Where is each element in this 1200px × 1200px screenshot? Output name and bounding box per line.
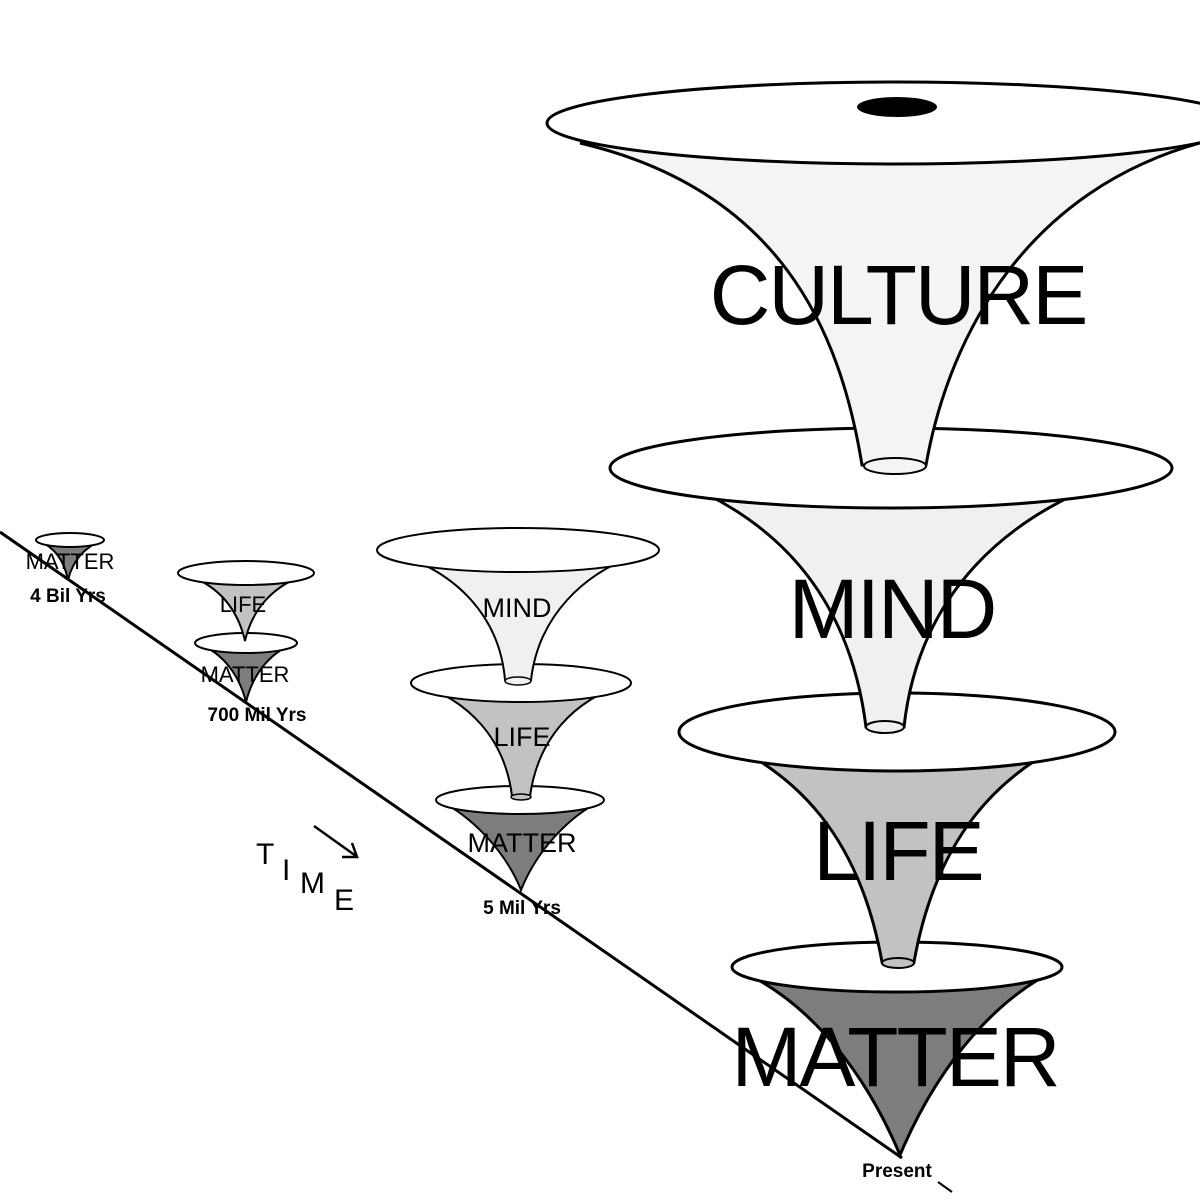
label-culture-present: CULTURE — [710, 248, 1086, 342]
label-life-700mil: LIFE — [220, 592, 266, 617]
funnel-neck — [865, 720, 905, 734]
funnel-neck — [510, 793, 532, 801]
funnel-body — [731, 965, 1063, 1159]
label-matter-700mil: MATTER — [201, 662, 290, 687]
time-label: T I M E — [256, 824, 359, 917]
funnel-life-700mil — [177, 560, 315, 642]
funnel-rim — [376, 527, 660, 573]
funnel-neck — [881, 957, 915, 969]
label-matter-4bil: MATTER — [26, 549, 115, 574]
time-letter-t: T — [256, 838, 274, 871]
funnel-rim — [545, 80, 1200, 166]
funnel-neck — [504, 676, 532, 686]
label-life-5mil: LIFE — [493, 722, 550, 752]
label-matter-present: MATTER — [731, 1010, 1058, 1104]
funnel-culture-present — [545, 80, 1200, 475]
funnel-neck — [863, 457, 927, 475]
label-matter-5mil: MATTER — [468, 828, 577, 858]
time-letter-i: I — [282, 854, 290, 887]
label-age-5mil: 5 Mil Yrs — [483, 898, 561, 919]
time-letter-e: E — [334, 884, 354, 917]
funnel-matter-700mil — [194, 632, 298, 703]
culture-opening-icon — [857, 97, 937, 117]
stage-5-mil-yrs: MIND LIFE MATTER 5 Mil Yrs — [376, 527, 660, 919]
stage-present: CULTURE MIND LIFE MATTER Present — [545, 80, 1200, 1182]
funnel-body — [437, 799, 604, 893]
funnel-rim — [35, 532, 105, 548]
arrow-down-right-icon — [313, 824, 359, 859]
stage-4-bil-yrs: MATTER 4 Bil Yrs — [26, 532, 115, 607]
funnel-rim — [177, 560, 315, 586]
label-age-present: Present — [862, 1161, 932, 1182]
label-mind-present: MIND — [789, 562, 996, 656]
timeline-axis-tail — [937, 1181, 953, 1193]
funnel-life-present — [677, 691, 1117, 969]
timeline-axis — [0, 530, 903, 1160]
funnel-matter-4bil — [35, 532, 105, 581]
label-age-4bil: 4 Bil Yrs — [30, 586, 106, 607]
label-age-700mil: 700 Mil Yrs — [208, 705, 307, 726]
funnel-mind-5mil — [376, 527, 660, 686]
time-letter-m: M — [300, 867, 325, 900]
stage-700-mil-yrs: LIFE MATTER 700 Mil Yrs — [177, 560, 315, 726]
label-life-present: LIFE — [813, 804, 982, 898]
label-mind-5mil: MIND — [483, 593, 552, 623]
